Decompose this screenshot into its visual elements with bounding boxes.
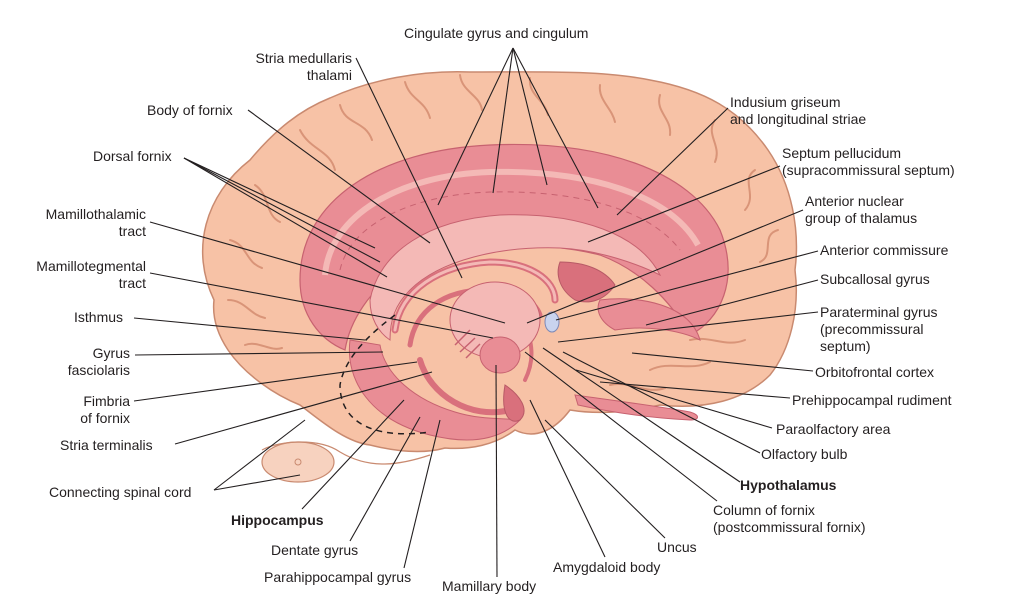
label-paraolfactory-area: Paraolfactory area	[776, 421, 891, 437]
label-isthmus: Isthmus	[74, 309, 124, 325]
label-orbitofrontal-cortex: Orbitofrontal cortex	[815, 364, 935, 380]
label-mamillotegmental-tract: Mamillotegmental tract	[36, 258, 146, 291]
label-gyrus-fasciolaris: Gyrus fasciolaris	[67, 345, 130, 378]
subcallosal-region	[597, 298, 701, 341]
label-body-of-fornix: Body of fornix	[147, 102, 233, 118]
label-paraterminal-gyrus: Paraterminal gyrus (precommissural septu…	[820, 304, 938, 354]
label-cingulate-gyrus: Cingulate gyrus and cingulum	[404, 25, 589, 41]
limbic-lobe	[299, 143, 729, 441]
label-column-of-fornix: Column of fornix (postcommissural fornix…	[713, 502, 866, 535]
label-amygdaloid-body: Amygdaloid body	[553, 559, 661, 575]
label-connecting-spinal-cord: Connecting spinal cord	[49, 484, 192, 500]
label-parahippocampal-gyrus: Parahippocampal gyrus	[264, 569, 412, 585]
label-olfactory-bulb: Olfactory bulb	[761, 446, 848, 462]
cut-spinal-region	[261, 441, 431, 483]
anterior-commissure	[544, 311, 560, 333]
label-indusium-griseum: Indusium griseum and longitudinal striae	[730, 94, 867, 127]
label-anterior-nuclear-group: Anterior nuclear group of thalamus	[805, 193, 918, 226]
label-hippocampus: Hippocampus	[231, 512, 324, 528]
label-fimbria-of-fornix: Fimbria of fornix	[80, 393, 130, 426]
septum-pellucidum	[557, 261, 616, 303]
thalamus-region	[449, 281, 541, 422]
label-stria-terminalis: Stria terminalis	[60, 437, 153, 453]
cingulum-dashed	[339, 191, 681, 271]
label-stria-medullaris: Stria medullaris thalami	[255, 50, 352, 83]
label-septum-pellucidum: Septum pellucidum (supracommissural sept…	[782, 145, 955, 178]
label-uncus: Uncus	[657, 539, 697, 555]
cingulum-band	[322, 168, 701, 276]
olfactory-tract	[574, 394, 698, 421]
label-dorsal-fornix: Dorsal fornix	[93, 148, 172, 164]
label-mamillothalamic-tract: Mamillothalamic tract	[45, 206, 146, 239]
label-anterior-commissure: Anterior commissure	[820, 242, 949, 258]
label-mamillary-body: Mamillary body	[442, 578, 537, 594]
label-hypothalamus: Hypothalamus	[740, 477, 837, 493]
leader-lines	[133, 47, 819, 578]
label-subcallosal-gyrus: Subcallosal gyrus	[820, 271, 930, 287]
hippocampus-dashed-outline	[339, 314, 431, 435]
corpus-callosum-region	[369, 214, 662, 341]
label-prehippocampal-rudiment: Prehippocampal rudiment	[792, 392, 952, 408]
label-dentate-gyrus: Dentate gyrus	[271, 542, 359, 558]
